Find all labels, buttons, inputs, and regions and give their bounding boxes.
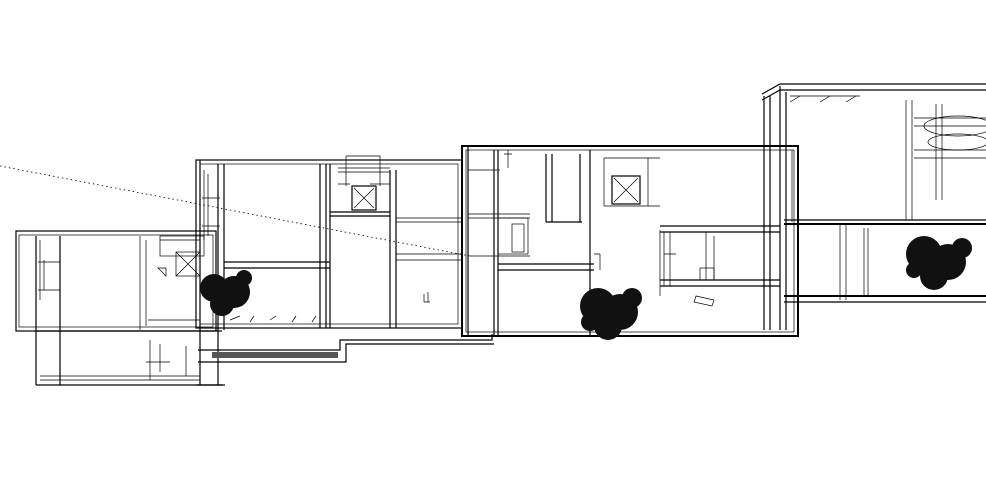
elevator-core-icon bbox=[351, 185, 377, 211]
tree-icon bbox=[200, 270, 252, 316]
left-wing bbox=[15, 230, 222, 386]
center-wing bbox=[461, 145, 799, 337]
left-center-wing bbox=[195, 155, 494, 386]
tree-icon bbox=[906, 236, 972, 290]
planting-strip bbox=[212, 352, 338, 358]
tree-icon bbox=[580, 288, 642, 340]
right-wing bbox=[761, 83, 986, 330]
construction-line bbox=[0, 165, 471, 257]
elevator-core-icon bbox=[611, 175, 641, 205]
